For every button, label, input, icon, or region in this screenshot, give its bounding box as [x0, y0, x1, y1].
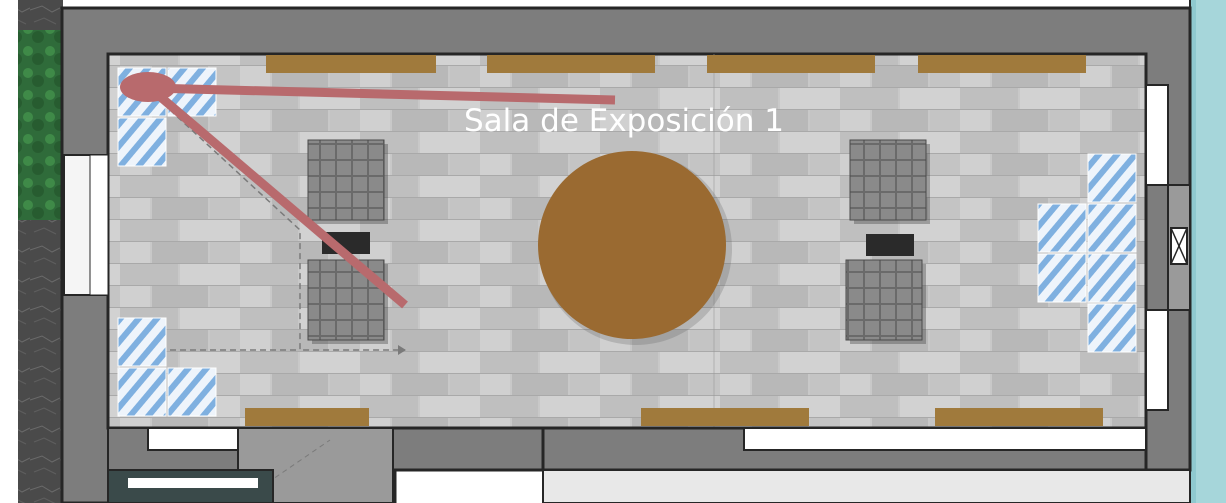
- shelf: [918, 55, 1086, 73]
- display-case-left-upper: [307, 139, 388, 224]
- shelf: [487, 55, 655, 73]
- glass-display-right: [1037, 153, 1137, 353]
- exterior-water-shade: [1196, 0, 1226, 503]
- shelf: [707, 55, 875, 73]
- bottom-shelves: [245, 408, 1103, 426]
- left-window-glass: [89, 154, 109, 296]
- right-window-lower: [1145, 309, 1169, 411]
- view-line-horizontal: [149, 83, 616, 105]
- display-case-left-lower: [307, 259, 388, 344]
- display-case-connector: [866, 234, 914, 256]
- display-case-right-lower: [845, 259, 926, 344]
- right-window-upper: [1145, 84, 1169, 186]
- corridor-floor: [542, 469, 1191, 503]
- bottom-left-window: [147, 427, 239, 451]
- round-table: [538, 151, 726, 339]
- camera-origin-icon[interactable]: [120, 72, 176, 102]
- stairwell-step: [128, 478, 258, 488]
- shelf: [641, 408, 809, 426]
- exterior-tree: [18, 30, 63, 220]
- room-label: Sala de Exposición 1: [464, 103, 784, 139]
- top-shelves: [266, 55, 1086, 73]
- shelf: [266, 55, 436, 73]
- view-cone-arrow: [398, 345, 406, 355]
- bottom-right-window: [743, 427, 1147, 451]
- shelf: [245, 408, 369, 426]
- display-case-right-upper: [849, 139, 930, 224]
- view-line-diagonal: [147, 84, 408, 309]
- shelf: [935, 408, 1103, 426]
- glass-display-bottom-left: [117, 317, 217, 417]
- x-box-icon[interactable]: [1170, 227, 1188, 265]
